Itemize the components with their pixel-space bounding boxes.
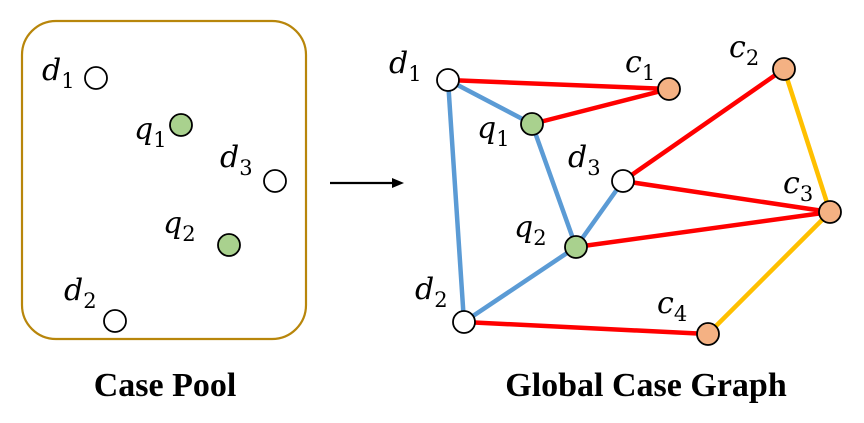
graph-node-d2: d2 bbox=[415, 272, 476, 334]
graph-node-circle-d3 bbox=[611, 169, 635, 193]
graph-node-label-d3: d3 bbox=[568, 140, 601, 180]
pool-node-label-d3: d3 bbox=[220, 140, 253, 180]
graph-node-q2: q2 bbox=[514, 210, 588, 259]
edge-q2-c3 bbox=[573, 209, 833, 250]
edge-q2-d2 bbox=[461, 244, 579, 325]
edge-d3-c2 bbox=[620, 66, 787, 184]
edge-d1-c1 bbox=[445, 77, 672, 92]
graph-node-label-q1: q1 bbox=[477, 111, 510, 151]
graph-node-circle-c2 bbox=[772, 57, 796, 81]
arrow bbox=[330, 178, 404, 188]
graph-node-circle-c1 bbox=[657, 77, 681, 101]
graph-node-q1: q1 bbox=[477, 111, 544, 151]
graph-node-label-c1: c1 bbox=[625, 45, 655, 85]
pool-node-d1: d1 bbox=[42, 53, 108, 93]
edge-q2-d3 bbox=[573, 178, 626, 250]
pool-node-circle-q2 bbox=[217, 233, 241, 257]
edge-d2-c4 bbox=[461, 319, 711, 337]
pool-node-circle-d3 bbox=[263, 169, 287, 193]
pool-node-label-d2: d2 bbox=[64, 273, 97, 313]
graph-node-c4: c4 bbox=[657, 286, 720, 346]
graph-node-circle-c3 bbox=[818, 200, 842, 224]
graph-node-label-c4: c4 bbox=[657, 286, 687, 326]
pool-node-label-q2: q2 bbox=[163, 206, 196, 246]
graph-node-label-q2: q2 bbox=[514, 210, 547, 250]
graph-edges bbox=[445, 66, 833, 337]
graph-node-label-d2: d2 bbox=[415, 272, 448, 312]
pool-node-q2: q2 bbox=[163, 206, 241, 257]
edge-c2-c3 bbox=[781, 66, 833, 215]
graph-node-circle-q2 bbox=[564, 235, 588, 259]
graph-node-label-d1: d1 bbox=[389, 46, 422, 86]
graph-node-circle-d1 bbox=[436, 68, 460, 92]
graph-nodes: d1 q1 d3 q2 d2 c1 c2 c3 c4 bbox=[389, 30, 842, 346]
pool-node-d3: d3 bbox=[220, 140, 287, 193]
global-graph-caption: Global Case Graph bbox=[505, 367, 787, 404]
graph-node-label-c2: c2 bbox=[729, 30, 759, 70]
graph-node-d3: d3 bbox=[568, 140, 635, 193]
pool-node-d2: d2 bbox=[64, 273, 127, 333]
pool-node-q1: q1 bbox=[134, 112, 193, 152]
pool-node-label-d1: d1 bbox=[42, 53, 75, 93]
graph-node-c3: c3 bbox=[783, 166, 842, 224]
pool-node-circle-q1 bbox=[169, 113, 193, 137]
edge-d1-q1 bbox=[445, 77, 535, 127]
edge-q1-c1 bbox=[529, 86, 672, 127]
graph-node-c1: c1 bbox=[625, 45, 681, 101]
edge-q1-q2 bbox=[529, 121, 579, 250]
graph-node-circle-c4 bbox=[696, 322, 720, 346]
case-pool-box bbox=[20, 19, 308, 341]
graph-node-label-c3: c3 bbox=[783, 166, 813, 206]
graph-node-c2: c2 bbox=[729, 30, 796, 81]
graph-node-d1: d1 bbox=[389, 46, 460, 92]
case-pool-caption: Case Pool bbox=[94, 367, 237, 404]
pool-node-label-q1: q1 bbox=[134, 112, 167, 152]
pool-node-circle-d1 bbox=[84, 66, 108, 90]
edge-d3-c3 bbox=[620, 178, 833, 215]
pool-node-circle-d2 bbox=[103, 309, 127, 333]
graph-node-circle-d2 bbox=[452, 310, 476, 334]
case-pool-nodes: d1 q1 d3 q2 d2 bbox=[42, 53, 287, 333]
graph-node-circle-q1 bbox=[520, 112, 544, 136]
edge-c3-c4 bbox=[705, 209, 833, 337]
edge-d1-d2 bbox=[445, 77, 467, 325]
